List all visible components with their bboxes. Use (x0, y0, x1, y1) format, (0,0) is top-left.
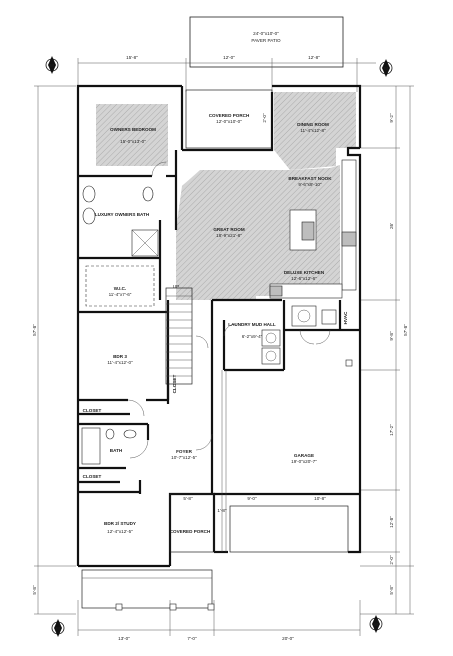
section-marker-bottom-left: M (51, 619, 65, 637)
door-swings (127, 161, 331, 459)
wic-name: W.I.C. (114, 286, 127, 291)
bath-name: BATH (110, 448, 123, 453)
bdr2-size: 12'-4"x12'-5" (107, 529, 133, 534)
hall-bath-fixtures (81, 427, 137, 465)
right-dim-1: 9'-2" (389, 113, 394, 123)
great-room-name: GREAT ROOM (213, 227, 244, 232)
right-dim-7: 5'-8" (389, 585, 394, 595)
right-dim-5: 12'-8" (389, 516, 394, 528)
section-marker-top-right: M (379, 59, 393, 77)
dining-size: 11'-4"x12'-8" (300, 128, 326, 133)
right-dim-6: 2'-0" (389, 555, 394, 565)
covered-porch-front-outline (169, 493, 215, 553)
patio-name: PAVER PATIO (251, 38, 281, 43)
section-marker-top-left: M (45, 56, 59, 74)
closet-bdr3-name: CLOSET (172, 374, 177, 393)
stairs-up-label: UP (173, 284, 179, 289)
patio-size: 24'-0"x10'-0" (253, 31, 279, 36)
small-dim-1: 5'-8" (183, 496, 193, 501)
svg-text:M: M (56, 626, 60, 631)
section-marker-bottom-right: M (369, 615, 383, 633)
bdr3-size: 11'-4"x12'-0" (107, 360, 133, 365)
right-dim-2: 26' (389, 223, 394, 229)
owners-bath-fixtures (82, 185, 159, 257)
laundry-name: LAUNDRY MUD HALL (228, 322, 276, 327)
garage-size: 19'-0"x20'-7" (291, 459, 317, 464)
great-room-size: 18'-9"x21'-8" (216, 233, 242, 238)
bottom-dim-3: 20'-0" (282, 636, 294, 641)
right-dimension-line (360, 85, 414, 615)
interior-walls (78, 150, 360, 496)
wic-size: 11'-4"x7'-6" (109, 292, 132, 297)
owners-bedroom-name-1: OWNERS BEDROOM (110, 127, 156, 132)
top-dim-1: 15'-8" (126, 55, 138, 60)
foyer-size: 10'-7"x12'-5" (171, 455, 197, 460)
porch-tag-dim: 2'-0" (262, 113, 267, 123)
staircase (165, 287, 193, 385)
covered-porch-rear-size: 12'-0"x10'-0" (216, 119, 242, 124)
left-dimension-line (34, 85, 76, 615)
deluxe-kitchen-name: DELUXE KITCHEN (284, 270, 325, 275)
owners-bedroom-hatch (96, 104, 168, 166)
wic-shelf-outline (85, 265, 155, 307)
right-dim-overall: 57'-8" (403, 324, 408, 336)
closet-foyer-name: CLOSET (83, 474, 102, 479)
bottom-dim-1: 13'-0" (118, 636, 130, 641)
svg-text:M: M (50, 63, 54, 68)
svg-text:M: M (374, 622, 378, 627)
exterior-walls (76, 84, 362, 568)
garage-door-outline (229, 505, 349, 553)
covered-porch-rear-name: COVERED PORCH (209, 113, 250, 118)
hvac-units (291, 305, 337, 327)
kitchen-counters (269, 159, 357, 299)
bdr3-name: BDR 3 (113, 354, 127, 359)
laundry-size: 6'-2"x9'-4" (242, 334, 263, 339)
garage-dim-1: 9'-0" (247, 496, 257, 501)
laundry-appliances (261, 329, 281, 365)
left-dim-overall: 57'-8" (32, 324, 37, 336)
top-dim-3: 12'-8" (308, 55, 320, 60)
covered-porch-front-name: COVERED PORCH (170, 529, 211, 534)
breakfast-size: 9'-6"x9'-10" (298, 182, 322, 187)
left-dim-bottom: 5'-8" (32, 585, 37, 595)
right-dim-3: 9'-8" (389, 331, 394, 341)
dining-hatch (274, 92, 356, 170)
bottom-dim-2: 7'-0" (187, 636, 197, 641)
owners-bedroom-size: 15'-0"x13'-0" (120, 139, 146, 144)
paver-patio-outline (189, 16, 344, 68)
right-dim-4: 17'-2" (389, 424, 394, 436)
svg-text:M: M (384, 66, 388, 71)
top-dim-2: 12'-0" (223, 55, 235, 60)
luxury-bath-name: LUXURY OWNERS BATH (95, 212, 150, 217)
breakfast-name: BREAKFAST NOOK (288, 176, 332, 181)
front-walkway (81, 569, 213, 609)
foyer-name: FOYER (176, 449, 193, 454)
great-room-hatch (176, 165, 340, 300)
small-dim-2: 1'-8" (217, 508, 227, 513)
closet-hall-name: CLOSET (83, 408, 102, 413)
garage-dim-2: 10'-8" (314, 496, 326, 501)
hvac-name: HVAC (343, 311, 348, 324)
dining-name: DINING ROOM (297, 122, 329, 127)
bdr2-name: BDR 2/ STUDY (104, 521, 136, 526)
garage-name: GARAGE (294, 453, 314, 458)
deluxe-kitchen-size: 12'-6"x12'-6" (291, 276, 317, 281)
kitchen-island (289, 209, 317, 251)
